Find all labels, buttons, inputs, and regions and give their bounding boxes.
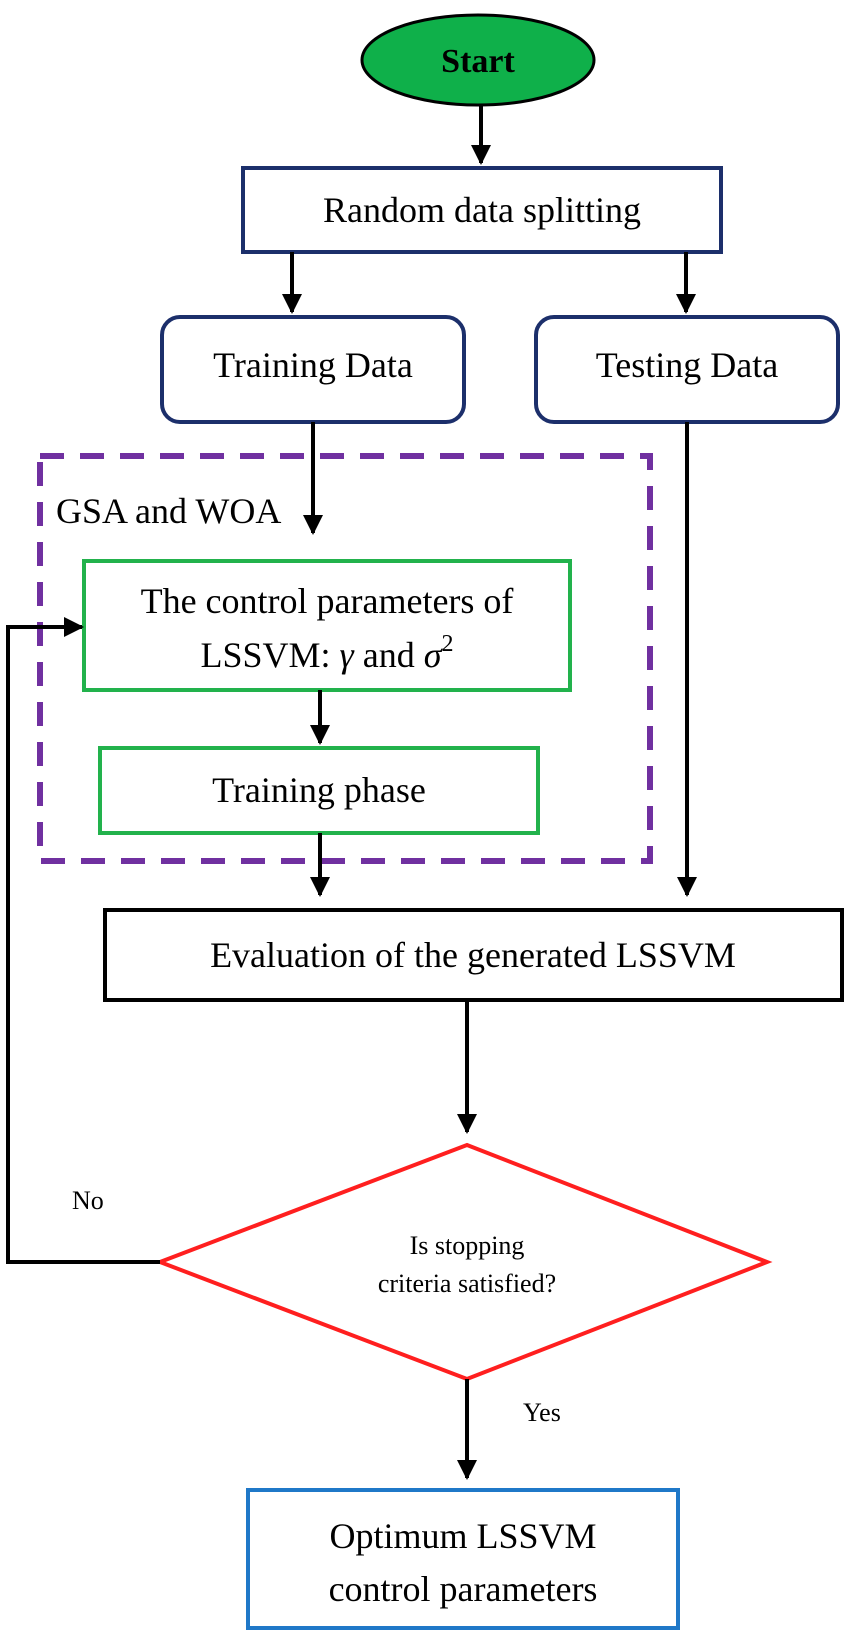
testing-data-label: Testing Data xyxy=(596,345,778,385)
optimum-line1: Optimum LSSVM xyxy=(329,1516,596,1556)
control-parameters-box xyxy=(82,559,572,692)
sigma-symbol: σ xyxy=(424,635,443,675)
start-label: Start xyxy=(441,43,515,80)
yes-label: Yes xyxy=(523,1398,561,1427)
training-data-label: Training Data xyxy=(213,345,413,385)
no-loop-arrow xyxy=(6,617,160,1264)
no-label: No xyxy=(72,1186,104,1215)
start-node xyxy=(360,13,596,107)
decision-line2: criteria satisfied? xyxy=(378,1269,556,1298)
lssvm-prefix: LSSVM: xyxy=(201,635,340,675)
training-phase-box xyxy=(98,746,540,835)
evaluation-box xyxy=(103,908,844,1002)
gsa-woa-group-box xyxy=(37,453,653,864)
control-parameters-line2: LSSVM: γ and σ2 xyxy=(201,631,454,675)
random-data-splitting-label: Random data splitting xyxy=(323,190,641,230)
training-phase-label: Training phase xyxy=(212,770,426,810)
sigma-exponent: 2 xyxy=(441,631,453,657)
evaluation-label: Evaluation of the generated LSSVM xyxy=(210,935,736,975)
and-word: and xyxy=(354,635,424,675)
stopping-criteria-decision xyxy=(154,1142,773,1382)
optimum-parameters-box xyxy=(246,1488,680,1630)
control-parameters-line1: The control parameters of xyxy=(141,581,514,621)
optimum-line2: control parameters xyxy=(329,1569,598,1609)
decision-line1: Is stopping xyxy=(410,1231,525,1260)
gsa-woa-label: GSA and WOA xyxy=(56,491,281,531)
random-data-splitting-box xyxy=(241,166,723,254)
gamma-symbol: γ xyxy=(340,635,355,675)
